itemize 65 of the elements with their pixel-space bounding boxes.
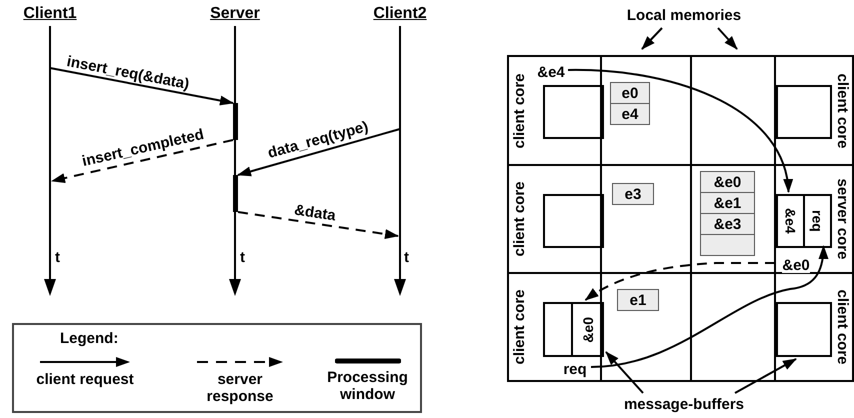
buffer-entry: req [810, 210, 824, 232]
core-label: client core [512, 289, 527, 365]
memory-entry-box [612, 183, 654, 205]
memory-entry-text: e3 [624, 186, 642, 202]
arrow [50, 67, 234, 106]
lifeline-title: Client1 [22, 4, 78, 24]
axis-label: t [55, 250, 60, 265]
core-grid-cell [774, 164, 854, 274]
text-label: message-buffers [624, 396, 744, 412]
arrow [590, 245, 828, 368]
text-label: &e0 [782, 258, 810, 272]
core-grid-cell [507, 272, 602, 382]
axis-label: t [240, 250, 245, 265]
memory-entry-text: &e3 [714, 216, 742, 232]
memory-entry-text: e1 [630, 292, 646, 308]
arrow [51, 139, 234, 183]
arrow [641, 27, 663, 50]
core-label: client core [835, 72, 850, 148]
legend-text: server response [206, 371, 274, 405]
core-label: client core [512, 72, 527, 148]
text-label: Local memories [626, 8, 742, 22]
core-label: client core [835, 289, 850, 365]
text-label: &e4 [537, 64, 565, 80]
arrow [238, 211, 399, 240]
core-grid-cell [507, 164, 602, 274]
memory-entry-text: e4 [622, 106, 638, 122]
core-label: server core [835, 178, 850, 260]
axis-label: t [404, 250, 409, 265]
memory-entry-box [610, 103, 650, 125]
memory-entry-box [700, 213, 755, 235]
arrow [568, 69, 792, 193]
core-grid-cell [774, 55, 854, 166]
legend-text: client request [36, 371, 134, 388]
arrow [605, 351, 644, 394]
lifeline-title: Server [209, 4, 261, 24]
message-buffer-box [543, 194, 604, 248]
memory-entry-text: &e0 [714, 174, 742, 190]
lifeline-title: Client2 [372, 4, 428, 24]
message-buffer-box [776, 85, 832, 139]
legend-title: Legend: [60, 331, 118, 346]
message-buffer-box [571, 302, 604, 357]
message-buffer-box [543, 302, 573, 357]
arrow [584, 262, 775, 301]
message-buffer-box [543, 85, 604, 139]
memory-entry-box [700, 171, 755, 193]
arrow [237, 128, 400, 176]
arrow [734, 358, 797, 394]
buffer-entry: &e4 [784, 208, 798, 234]
message-buffer-box [803, 194, 832, 248]
memory-entry-box [700, 234, 755, 256]
buffer-entry: &e0 [580, 316, 594, 342]
message-buffer-box [776, 302, 832, 357]
message-buffer-box [776, 194, 805, 248]
memory-entry-box [617, 289, 659, 311]
core-grid-cell [774, 272, 854, 382]
legend-text: Processing window [326, 369, 409, 403]
arrow [717, 27, 738, 50]
memory-entry-text: e0 [622, 86, 638, 100]
memory-entry-text: &e1 [714, 196, 742, 210]
processing-window-bar [233, 175, 238, 212]
memory-entry-box [700, 192, 755, 214]
processing-window-bar [233, 103, 238, 140]
memory-entry-box [610, 82, 650, 104]
core-label: client core [512, 181, 527, 257]
core-grid-cell [507, 55, 602, 166]
